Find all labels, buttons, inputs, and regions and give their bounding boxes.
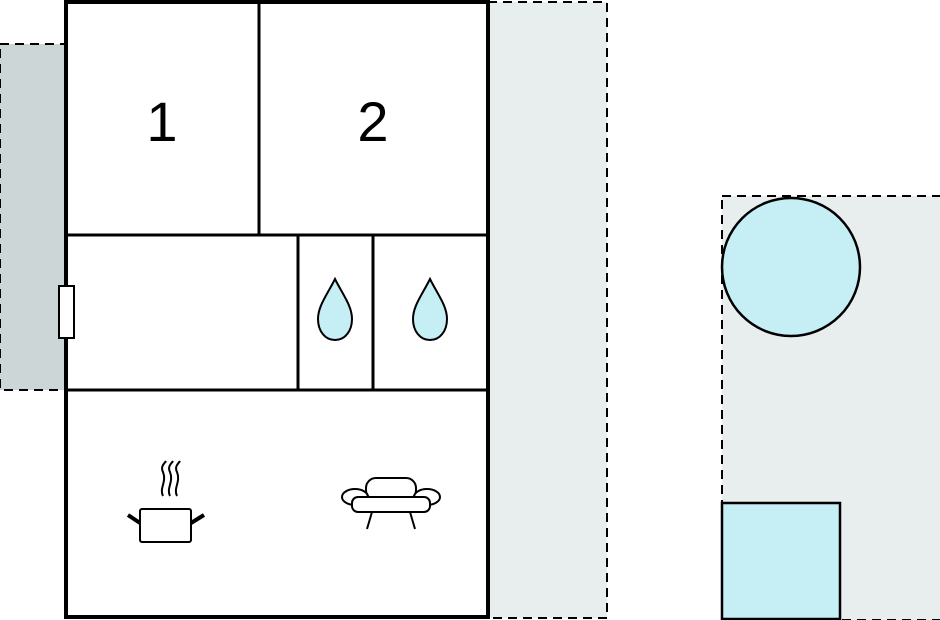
door — [58, 285, 75, 339]
square-pool-icon — [720, 501, 842, 620]
sofa-icon — [341, 477, 441, 530]
round-pool-icon — [720, 196, 862, 338]
room-number-2: 2 — [357, 90, 388, 153]
cooking-pot-icon — [126, 460, 206, 543]
water-drop-icon — [316, 276, 354, 342]
water-drop-icon — [411, 276, 449, 342]
interior-walls — [66, 2, 488, 392]
room-number-1: 1 — [146, 90, 177, 153]
right-terrace — [487, 1, 608, 619]
left-terrace — [0, 43, 67, 391]
